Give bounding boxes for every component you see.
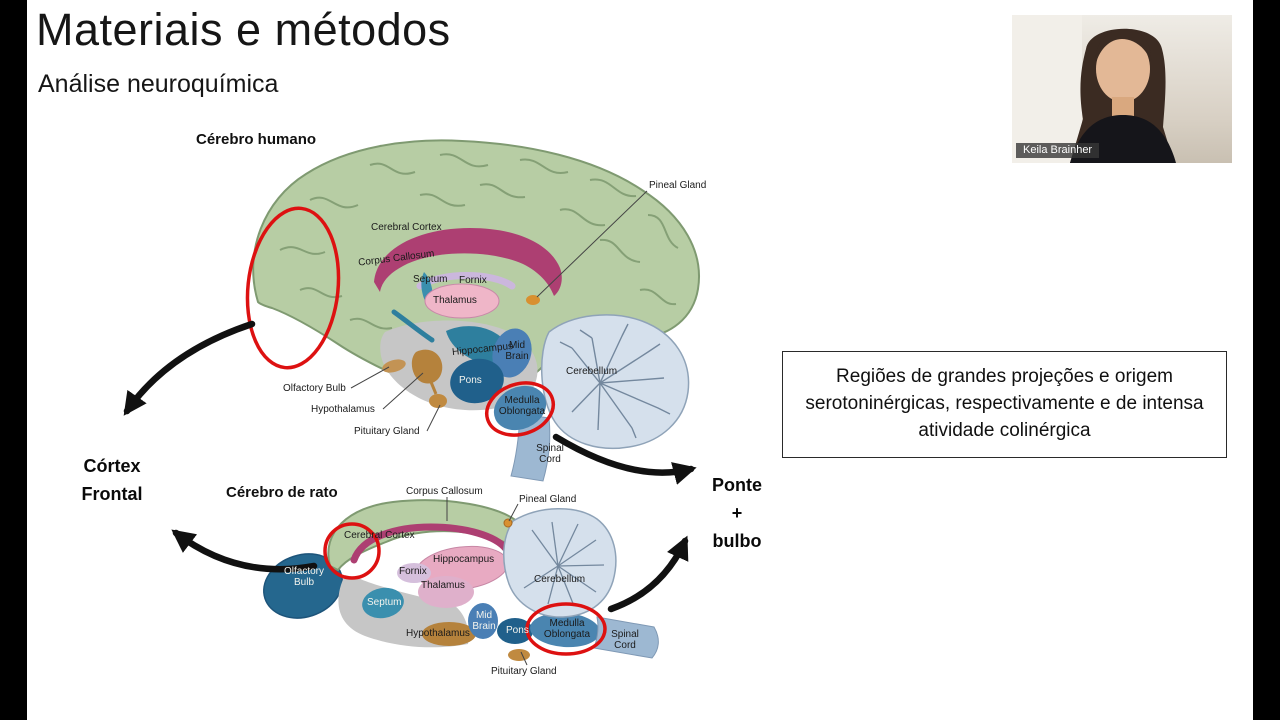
rat-label-pons: Pons bbox=[506, 625, 529, 636]
human-midbrain-shape bbox=[492, 328, 532, 378]
presenter-face bbox=[1096, 36, 1150, 102]
rat-label-cerebral-cortex: Cerebral Cortex bbox=[344, 530, 415, 541]
rat-label-corpus-callosum: Corpus Callosum bbox=[406, 486, 483, 497]
letterbox-right bbox=[1253, 0, 1280, 720]
human-pineal-shape bbox=[526, 295, 540, 305]
rat-brain-heading: Cérebro de rato bbox=[226, 484, 338, 501]
human-medulla-shape bbox=[493, 385, 547, 431]
rat-label-spinal-cord: Spinal Cord bbox=[611, 629, 639, 652]
callout-arrows bbox=[123, 320, 697, 613]
human-label-medulla-oblongata: Medulla Oblongata bbox=[498, 395, 546, 418]
human-pons-shape bbox=[450, 358, 504, 404]
arrow-human-to-cortex-frontal bbox=[123, 320, 256, 416]
rat-medulla-shape bbox=[530, 612, 600, 648]
rat-spinal-cord-shape bbox=[593, 616, 659, 659]
human-label-mid-brain: Mid Brain bbox=[505, 340, 529, 363]
ponte-bulbo-line1: Ponte bbox=[711, 475, 762, 495]
rat-pons-shape bbox=[497, 618, 533, 644]
rat-corpus-callosum-shape bbox=[350, 523, 510, 564]
human-brain-heading: Cérebro humano bbox=[196, 131, 317, 148]
human-olfactory-bulb-shape bbox=[382, 359, 406, 373]
human-pituitary-stalk bbox=[429, 381, 438, 395]
arrow-rat-to-ponte-bulbo bbox=[607, 535, 689, 613]
highlight-circles bbox=[245, 206, 607, 656]
human-thalamus-shape bbox=[424, 283, 500, 319]
webcam-background-wall bbox=[1012, 15, 1082, 163]
rat-frontal-highlight bbox=[323, 522, 381, 580]
ponte-bulbo-line3: bulbo bbox=[712, 530, 762, 551]
human-fimbria-streak bbox=[391, 309, 435, 343]
rat-cerebellum-arbor bbox=[523, 521, 605, 607]
arrow-rat-to-cortex-frontal bbox=[171, 529, 318, 573]
note-box: Regiões de grandes projeções e origem se… bbox=[782, 351, 1227, 458]
label-leader-lines bbox=[350, 190, 648, 666]
rat-label-hippocampus: Hippocampus bbox=[433, 554, 495, 565]
human-label-septum: Septum bbox=[413, 274, 448, 285]
ponte-bulbo-callout: Ponte + bulbo bbox=[704, 472, 770, 556]
arrow-human-to-ponte-bulbo bbox=[552, 433, 697, 485]
human-label-pituitary-gland: Pituitary Gland bbox=[354, 426, 420, 437]
cortex-frontal-line2: Frontal bbox=[81, 483, 143, 504]
rat-pituitary-shape bbox=[508, 649, 530, 661]
page-subtitle: Análise neuroquímica bbox=[38, 70, 279, 98]
rat-medulla-highlight bbox=[525, 602, 607, 656]
rat-label-fornix: Fornix bbox=[399, 566, 427, 577]
human-pituitary-shape bbox=[429, 394, 447, 408]
rat-label-pituitary-gland: Pituitary Gland bbox=[491, 666, 557, 677]
human-spinal-cord-shape bbox=[510, 413, 551, 482]
ponte-bulbo-line2: + bbox=[731, 502, 743, 523]
rat-label-olfactory-bulb: Olfactory Bulb bbox=[283, 566, 324, 589]
human-cerebellum-arbor bbox=[559, 323, 671, 439]
human-medulla-highlight bbox=[485, 381, 555, 437]
rat-hypothalamus-shape bbox=[422, 622, 476, 646]
human-label-hypothalamus: Hypothalamus bbox=[311, 404, 375, 415]
human-label-pineal-gland: Pineal Gland bbox=[649, 180, 707, 191]
webcam-overlay: Keila Brainher bbox=[1012, 15, 1232, 163]
rat-label-mid-brain: Mid Brain bbox=[472, 610, 496, 633]
rat-pineal-shape bbox=[503, 518, 513, 528]
rat-label-thalamus: Thalamus bbox=[421, 580, 465, 591]
rat-fornix-shape bbox=[397, 563, 431, 583]
human-gyri-lines bbox=[279, 153, 679, 330]
human-label-cerebral-cortex: Cerebral Cortex bbox=[371, 222, 442, 233]
human-label-cerebellum: Cerebellum bbox=[566, 366, 618, 377]
rat-label-septum: Septum bbox=[367, 597, 402, 608]
presenter-avatar bbox=[1012, 15, 1176, 163]
rat-label-hypothalamus: Hypothalamus bbox=[406, 628, 470, 639]
human-frontal-highlight bbox=[245, 206, 341, 370]
rat-label-pineal-gland: Pineal Gland bbox=[519, 494, 577, 505]
human-label-spinal-cord: Spinal Cord bbox=[536, 443, 564, 466]
rat-label-medulla-oblongata: Medulla Oblongata bbox=[543, 618, 591, 641]
presenter-hair-fringe bbox=[1095, 29, 1152, 63]
human-label-fornix: Fornix bbox=[459, 275, 487, 286]
human-label-olfactory-bulb: Olfactory Bulb bbox=[283, 383, 346, 394]
human-label-pons: Pons bbox=[459, 375, 482, 386]
rat-septum-shape bbox=[362, 587, 404, 619]
human-hypothalamus-shape bbox=[411, 349, 443, 384]
webcam-name-tag: Keila Brainher bbox=[1016, 143, 1100, 158]
cortex-frontal-callout: Córtex Frontal bbox=[70, 453, 154, 509]
letterbox-left bbox=[0, 0, 27, 720]
cortex-frontal-line1: Córtex bbox=[83, 456, 141, 476]
rat-thalamus-shape bbox=[418, 576, 474, 608]
presenter-neck bbox=[1112, 97, 1134, 117]
human-brain-illustration bbox=[252, 139, 700, 482]
rat-label-cerebellum: Cerebellum bbox=[534, 574, 586, 585]
human-label-thalamus: Thalamus bbox=[433, 295, 477, 306]
human-corpus-callosum-shape bbox=[374, 228, 562, 296]
rat-midbrain-shape bbox=[468, 603, 498, 639]
page-title: Materiais e métodos bbox=[36, 4, 451, 55]
